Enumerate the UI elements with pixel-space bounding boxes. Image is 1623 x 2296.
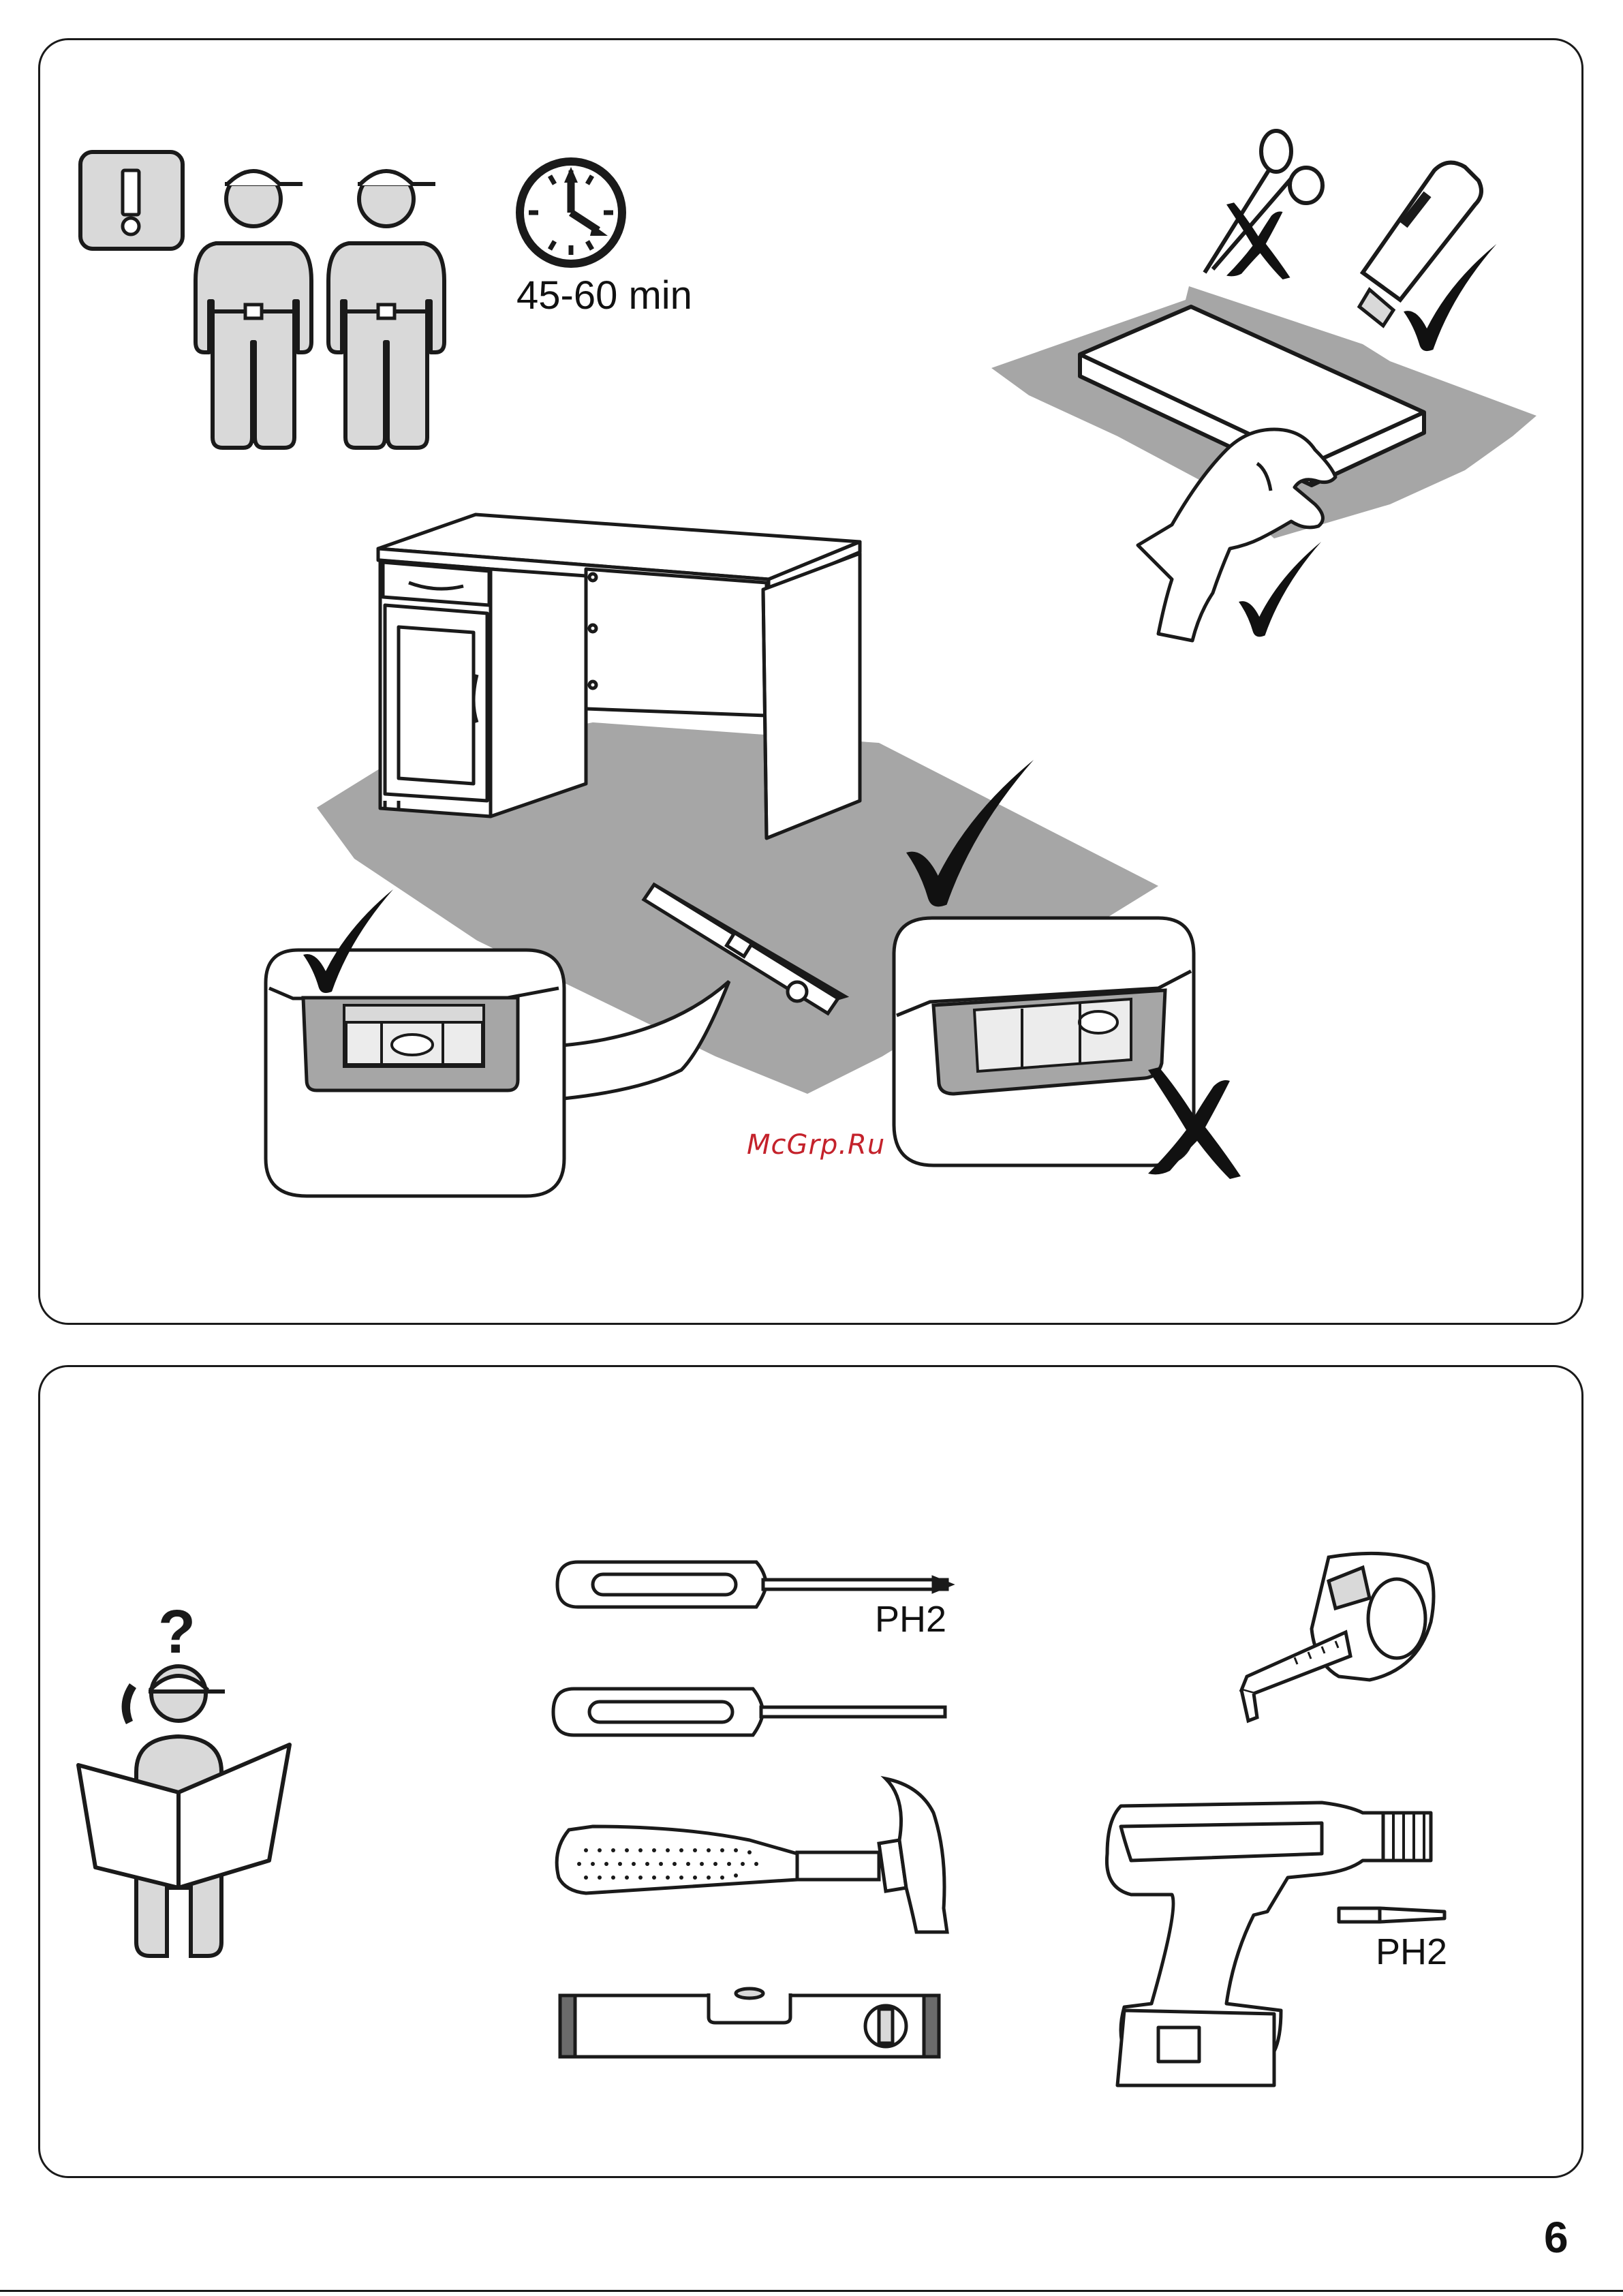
tape-measure-icon — [1241, 1553, 1434, 1721]
clock-icon — [520, 162, 622, 264]
flat-screwdriver-icon — [553, 1689, 945, 1735]
tilted-level-zoom-bubble — [894, 918, 1194, 1165]
exclamation-icon — [80, 152, 183, 249]
worker-icon — [328, 171, 444, 448]
utility-knife-icon — [1359, 163, 1481, 326]
assembly-time-label: 45-60 min — [516, 273, 692, 318]
drill-bit-label: PH2 — [1376, 1931, 1447, 1973]
watermark-text: McGrp.Ru — [747, 1129, 885, 1161]
page-number: 6 — [1544, 2212, 1568, 2263]
phillips-bit-label: PH2 — [875, 1598, 946, 1640]
worker-icon — [196, 171, 311, 448]
page-divider — [0, 2290, 1623, 2292]
hammer-icon — [557, 1779, 947, 1932]
check-mark-icon — [1239, 542, 1321, 637]
svg-text:?: ? — [158, 1598, 196, 1666]
spirit-level-icon — [560, 1989, 939, 2057]
help-manual-icon: ? — [78, 1598, 290, 1956]
